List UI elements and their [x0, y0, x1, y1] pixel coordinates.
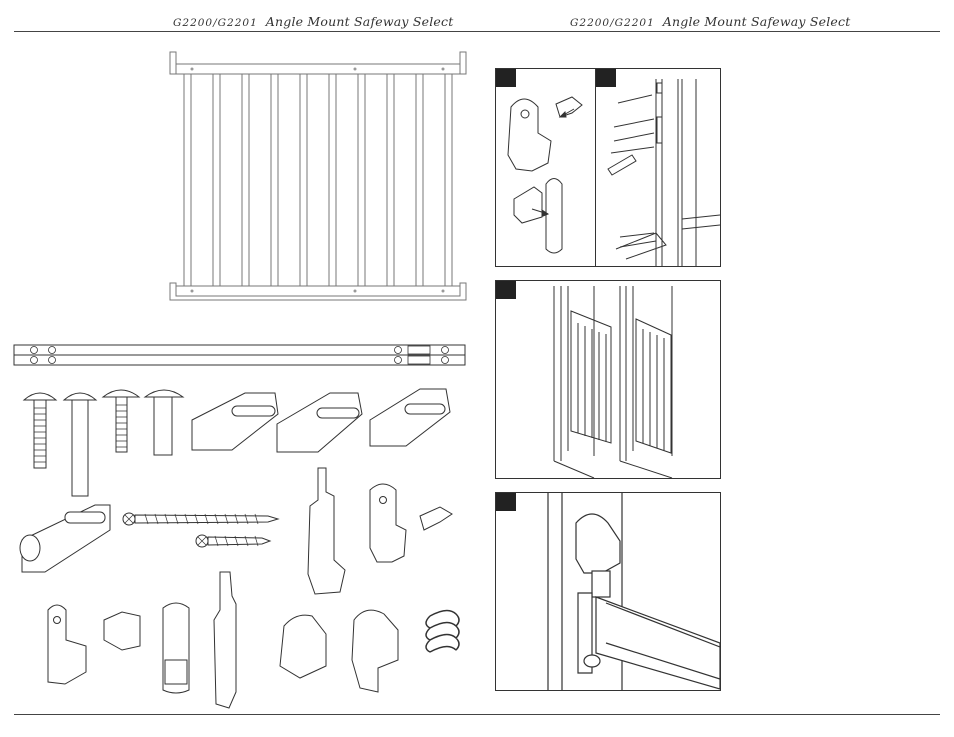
model-code: G2200/G2201	[570, 17, 655, 29]
footer-rule	[14, 714, 940, 715]
product-title: Angle Mount Safeway Select	[266, 14, 454, 29]
gate-installed-illustration	[496, 281, 720, 478]
step-panel-d	[495, 492, 721, 691]
model-code: G2200/G2201	[173, 17, 258, 29]
header-left: G2200/G2201 Angle Mount Safeway Select	[173, 14, 453, 29]
hinge-closeup-illustration	[496, 493, 720, 690]
step-panel-c	[495, 280, 721, 479]
step-panel-b	[595, 68, 721, 267]
wall-mount-illustration	[596, 69, 720, 266]
hinge-detail-illustration	[496, 69, 596, 266]
product-title: Angle Mount Safeway Select	[663, 14, 851, 29]
header-rule	[14, 31, 940, 32]
step-panel-a	[495, 68, 597, 267]
header-right: G2200/G2201 Angle Mount Safeway Select	[570, 14, 850, 29]
